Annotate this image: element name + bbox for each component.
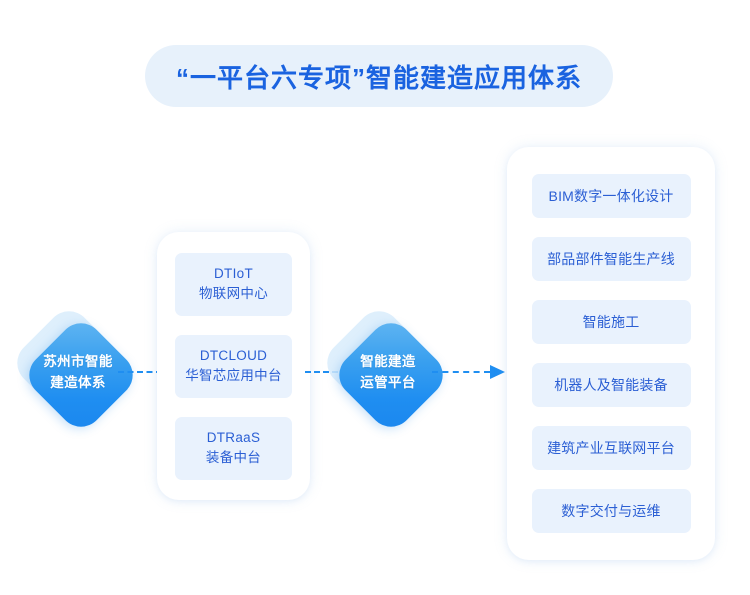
diagram-title-banner: “一平台六专项”智能建造应用体系 — [145, 45, 613, 107]
node-source-label: 苏州市智能 建造体系 — [26, 320, 130, 424]
node-platform-label: 智能建造 运管平台 — [336, 320, 440, 424]
chip-line-1: DTCLOUD — [199, 348, 268, 363]
node-platform-line-2: 运管平台 — [360, 375, 416, 390]
list-item[interactable]: 智能施工 — [531, 300, 691, 344]
dashed-line — [432, 371, 490, 373]
right-panel-special-projects: BIM数字一体化设计 部品部件智能生产线 智能施工 机器人及智能装备 建筑产业互… — [507, 147, 715, 560]
node-source-system: 苏州市智能 建造体系 — [8, 302, 142, 436]
left-panel-platforms: DTIoT 物联网中心 DTCLOUD 华智芯应用中台 DTRaaS 装备中台 — [157, 232, 310, 500]
chip-line-2: 物联网中心 — [199, 286, 268, 301]
chip-line-2: 装备中台 — [205, 450, 262, 465]
connector-left-panel-to-platform — [305, 371, 347, 373]
node-platform-line-1: 智能建造 — [360, 354, 416, 369]
list-item[interactable]: 数字交付与运维 — [531, 489, 691, 533]
list-item[interactable]: BIM数字一体化设计 — [531, 174, 691, 218]
connector-platform-to-right-panel — [432, 365, 506, 379]
chip-line-2: 华智芯应用中台 — [185, 368, 282, 383]
chip-line-1: DTRaaS — [206, 430, 261, 445]
list-item[interactable]: 机器人及智能装备 — [531, 363, 691, 407]
arrow-right-icon — [490, 365, 505, 379]
page-title: “一平台六专项”智能建造应用体系 — [175, 62, 582, 93]
list-item[interactable]: DTCLOUD 华智芯应用中台 — [175, 334, 292, 398]
dashed-line — [118, 371, 162, 373]
node-source-line-1: 苏州市智能 — [43, 354, 113, 369]
dashed-line — [305, 371, 347, 373]
node-operation-platform: 智能建造 运管平台 — [318, 302, 452, 436]
list-item[interactable]: DTIoT 物联网中心 — [175, 252, 292, 316]
list-item[interactable]: DTRaaS 装备中台 — [175, 416, 292, 480]
list-item[interactable]: 部品部件智能生产线 — [531, 237, 691, 281]
connector-source-to-left-panel — [118, 371, 162, 373]
chip-line-1: DTIoT — [213, 266, 253, 281]
node-source-line-2: 建造体系 — [50, 375, 106, 390]
list-item[interactable]: 建筑产业互联网平台 — [531, 426, 691, 470]
